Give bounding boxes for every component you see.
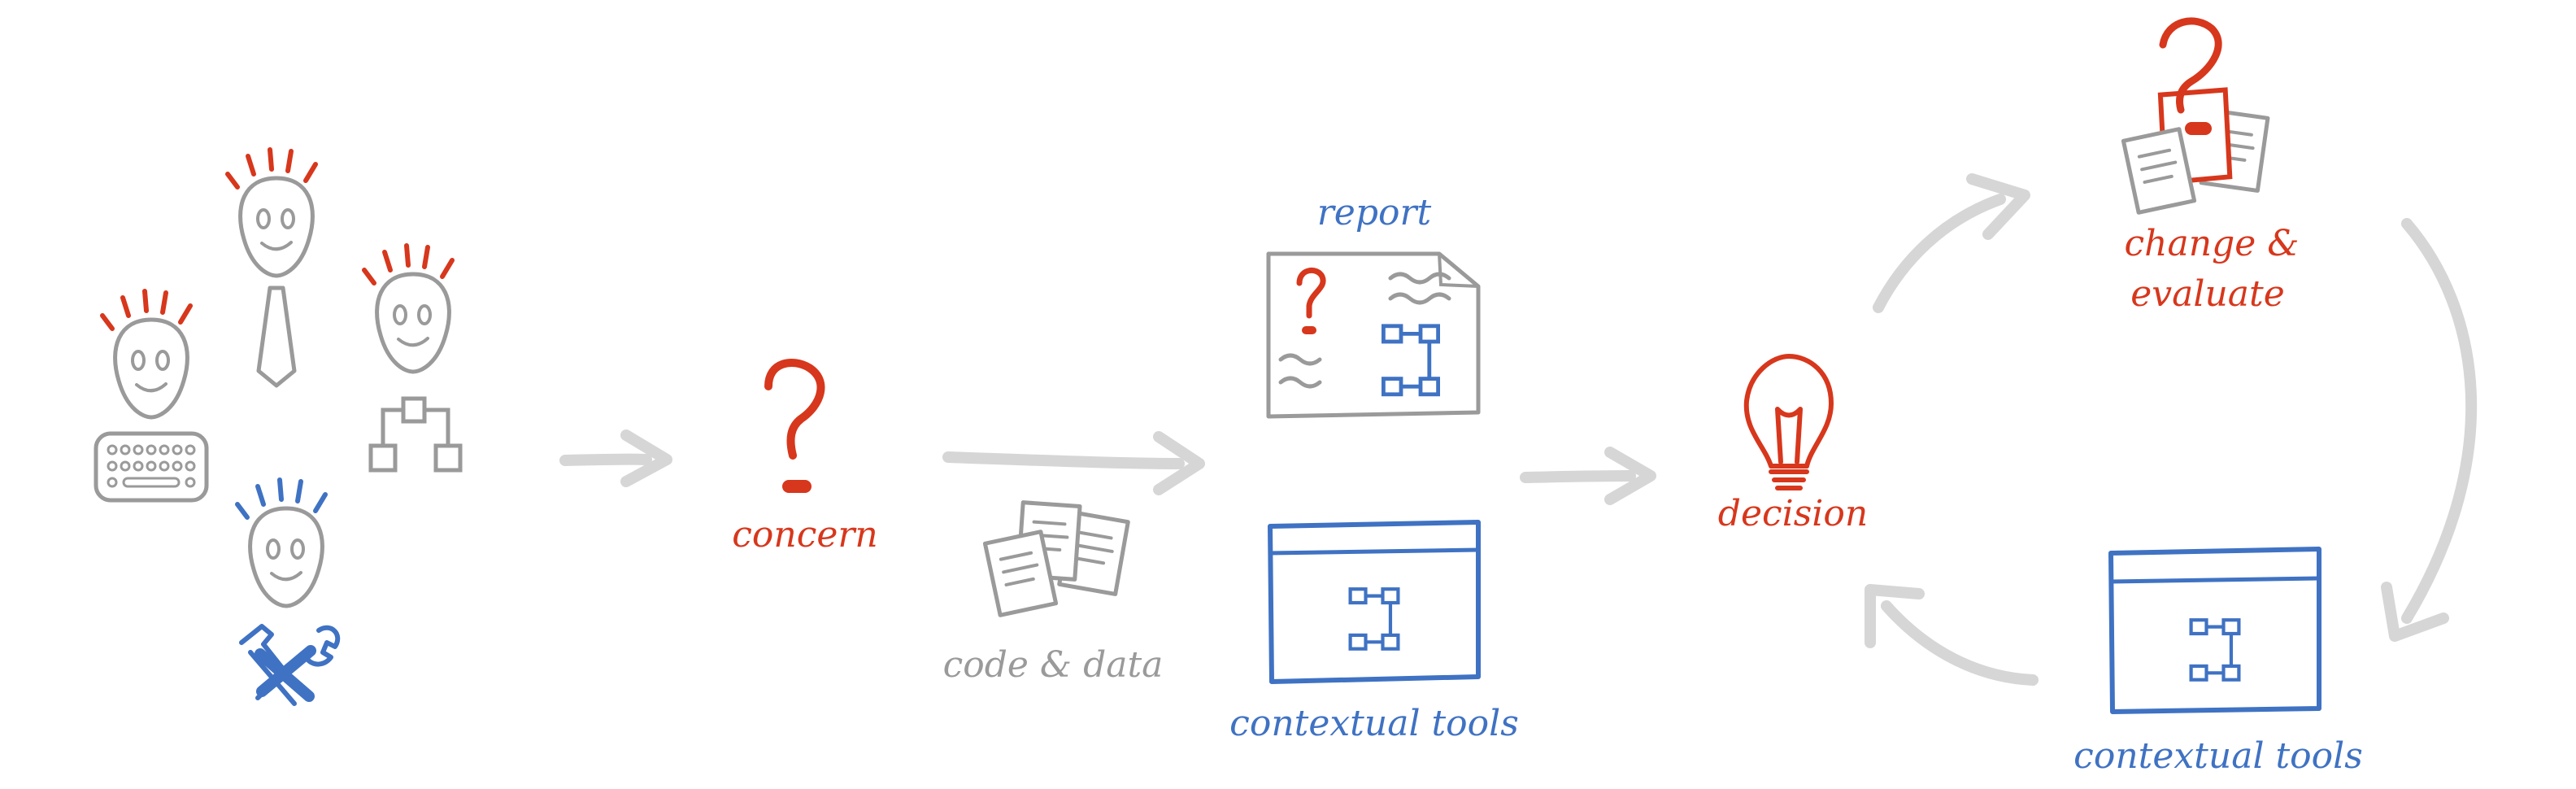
person-keyboard [94,291,209,503]
hair-icon [102,291,190,329]
arrow-icon [2381,218,2478,642]
documents-icon [2123,87,2268,212]
arrow-icon [1520,447,1656,505]
decision-label: decision [1717,493,1869,534]
arrow-icon [1873,173,2030,313]
hierarchy-icon [368,396,463,473]
flow-arrows [559,173,2478,686]
documents-icon [985,503,1128,616]
arrow-icon [1865,584,2039,686]
question-mark-icon [764,359,825,493]
hair-icon [237,480,325,517]
window-icon [1268,520,1481,684]
person-architect [364,246,463,473]
arrow-icon [942,431,1205,495]
contextual-tools-label: contextual tools [2073,735,2363,777]
person-developer [237,480,341,706]
window-icon [2108,547,2321,714]
hair-icon [364,246,452,283]
person-icon [241,178,313,276]
person-icon [250,508,323,606]
contextual-tools-label: contextual tools [1229,703,1519,744]
tie-icon [256,286,297,388]
change-evaluate-label-line2: evaluate [2130,273,2285,315]
person-manager [228,150,315,388]
tools-icon [239,624,341,706]
concern-label: concern [732,514,878,556]
arrow-icon [559,429,672,487]
person-icon [377,274,450,372]
question-mark-icon [2159,17,2222,135]
lightbulb-icon [1743,354,1834,490]
code-data-label: code & data [942,644,1164,686]
report-icon [1266,251,1481,419]
person-icon [115,320,188,417]
hair-icon [228,150,315,187]
keyboard-icon [94,431,209,503]
change-evaluate-label-line1: change & [2124,223,2300,264]
report-label: report [1316,192,1432,233]
